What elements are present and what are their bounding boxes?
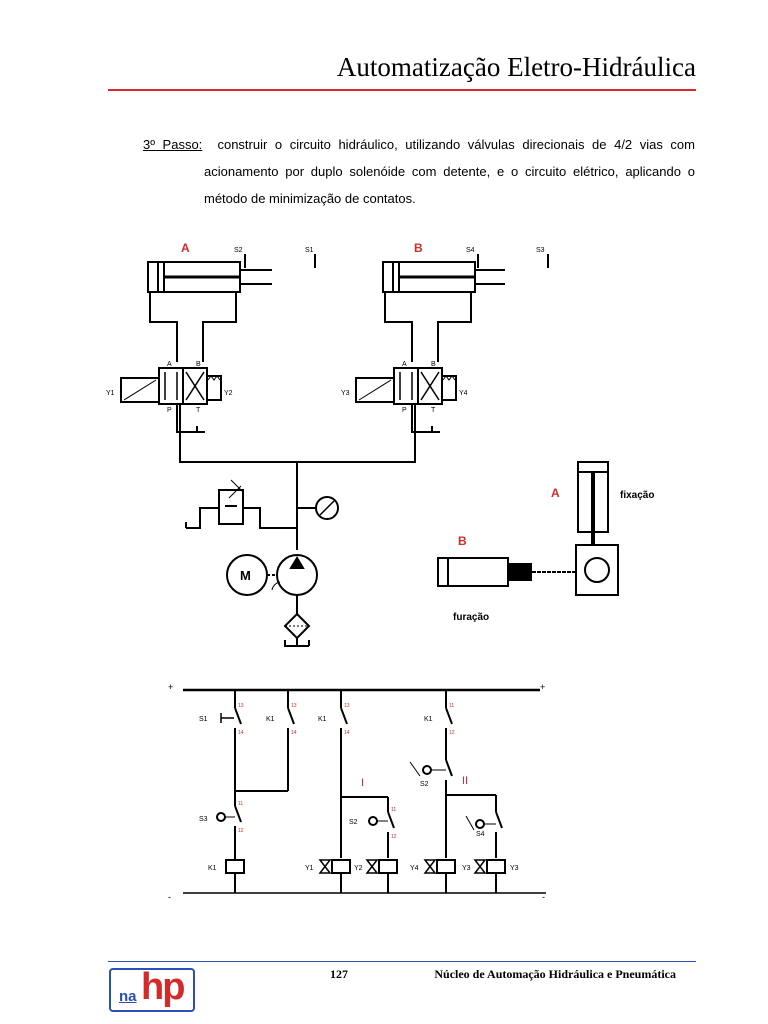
terminal-14-b: 14 xyxy=(291,730,297,736)
coil-y3 xyxy=(486,859,506,874)
terminal-13-b: 13 xyxy=(291,703,297,709)
machine-label-b: B xyxy=(458,534,467,548)
coil-y4 xyxy=(436,859,456,874)
header-divider xyxy=(108,89,696,91)
stage-i-label: I xyxy=(361,777,364,789)
nahp-logo: na hp xyxy=(109,966,195,1012)
contact-k1-label-3: K1 xyxy=(424,716,433,723)
label-sensor-s4: S4 xyxy=(466,247,475,254)
coil-y1 xyxy=(331,859,351,874)
contact-s2-label-2: S2 xyxy=(420,781,429,788)
label-y3: Y3 xyxy=(341,390,350,397)
port-b-label: B xyxy=(196,361,201,368)
logo-hp-text: hp xyxy=(141,966,185,1008)
label-y1: Y1 xyxy=(106,390,115,397)
port-t-label-b: T xyxy=(431,407,436,414)
electrical-diagram xyxy=(183,688,546,894)
label-sensor-s2: S2 xyxy=(234,247,243,254)
terminal-14-c: 14 xyxy=(344,730,350,736)
contact-k1-label-1: K1 xyxy=(266,716,275,723)
terminal-12: 12 xyxy=(449,730,455,736)
page-header-title: Automatização Eletro-Hidráulica xyxy=(336,52,696,82)
coil-y1-label: Y1 xyxy=(305,865,314,872)
rail-negative-label: - xyxy=(168,892,171,902)
logo-na-text: na xyxy=(119,988,137,1005)
pressure-line xyxy=(179,404,416,463)
terminal-12-b: 12 xyxy=(238,828,244,834)
port-a-label: A xyxy=(167,361,172,368)
machine-text-b: furação xyxy=(453,612,489,623)
label-y4: Y4 xyxy=(459,390,468,397)
circuit-figures: A B S2 S1 S4 S3 A B P T A B P T Y1 Y2 Y3… xyxy=(106,241,654,902)
rail-positive-label-right: + xyxy=(540,682,545,692)
stage-ii-label: II xyxy=(462,775,468,787)
coil-y3-label: Y3 xyxy=(462,865,471,872)
terminal-14: 14 xyxy=(238,730,244,736)
contact-s3-label: S3 xyxy=(199,816,208,823)
cylinder-a xyxy=(147,261,272,362)
coil-k1-label: K1 xyxy=(208,865,217,872)
terminal-11: 11 xyxy=(449,703,454,709)
machine-label-a: A xyxy=(551,486,560,500)
coil-y3-label-2: Y3 xyxy=(510,865,519,872)
label-cylinder-a: A xyxy=(181,241,190,255)
port-b-label-b: B xyxy=(431,361,436,368)
contact-k1-label-2: K1 xyxy=(318,716,327,723)
terminal-13: 13 xyxy=(238,703,244,709)
step-label: 3º Passo: xyxy=(143,137,203,152)
label-motor: M xyxy=(240,568,251,583)
coil-y2 xyxy=(378,859,398,874)
footer-organization: Núcleo de Automação Hidráulica e Pneumát… xyxy=(434,967,676,981)
port-a-label-b: A xyxy=(402,361,407,368)
valve-a xyxy=(120,367,222,433)
pressure-gauge xyxy=(315,496,339,520)
port-p-label: P xyxy=(167,407,172,414)
contact-s1-label: S1 xyxy=(199,716,208,723)
relief-valve xyxy=(185,479,297,529)
footer-divider xyxy=(108,961,696,962)
label-sensor-s1: S1 xyxy=(305,247,314,254)
label-cylinder-b: B xyxy=(414,241,423,255)
terminal-12-c: 12 xyxy=(391,834,397,840)
valve-b xyxy=(355,367,457,433)
page-number: 127 xyxy=(330,967,348,981)
step-line-2: acionamento por duplo solenóide com dete… xyxy=(204,164,695,179)
terminal-11-c: 11 xyxy=(391,807,396,813)
terminal-11-b: 11 xyxy=(238,801,243,807)
machine-sketch xyxy=(437,461,619,596)
rail-negative-label-right: - xyxy=(542,892,545,902)
coil-k1 xyxy=(225,859,245,874)
port-p-label-b: P xyxy=(402,407,407,414)
label-y2: Y2 xyxy=(224,390,233,397)
rail-positive-label: + xyxy=(168,682,173,692)
port-t-label: T xyxy=(196,407,201,414)
contact-s4-label: S4 xyxy=(476,831,485,838)
coil-y2-label: Y2 xyxy=(354,865,363,872)
label-sensor-s3: S3 xyxy=(536,247,545,254)
contact-s2-label: S2 xyxy=(349,819,358,826)
step-line-1: 3º Passo: construir o circuito hidráulic… xyxy=(143,137,695,152)
machine-text-a: fixação xyxy=(620,490,654,501)
cylinder-b xyxy=(382,261,505,362)
step-line-3: método de minimização de contatos. xyxy=(204,191,416,206)
terminal-13-c: 13 xyxy=(344,703,350,709)
coil-y4-label: Y4 xyxy=(410,865,419,872)
step-instruction: 3º Passo: construir o circuito hidráulic… xyxy=(143,131,695,212)
